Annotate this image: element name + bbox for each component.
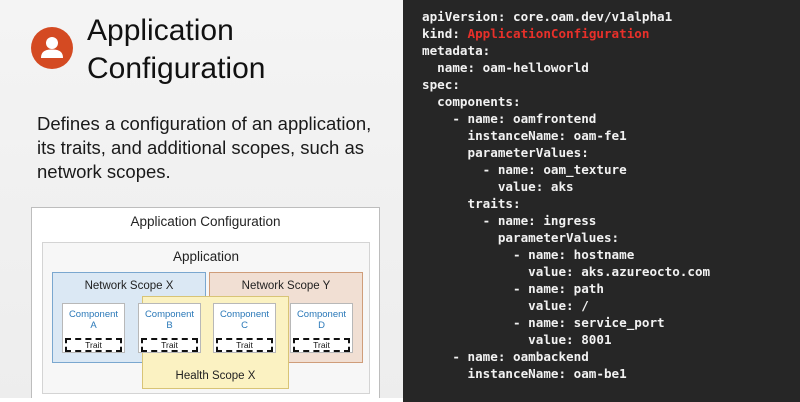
code-line: value: aks.azureocto.com: [422, 264, 711, 279]
trait-box: Trait: [141, 338, 198, 352]
user-icon: [31, 27, 73, 69]
yaml-code-block: apiVersion: core.oam.dev/v1alpha1 kind: …: [422, 8, 710, 382]
diagram-title: Application Configuration: [130, 214, 281, 229]
trait-box: Trait: [293, 338, 350, 352]
code-line: value: /: [422, 298, 589, 313]
scope-layer: Network Scope X Network Scope Y Health S…: [41, 241, 369, 393]
code-line: spec:: [422, 77, 460, 92]
code-line: parameterValues:: [422, 230, 620, 245]
code-line: - name: hostname: [422, 247, 635, 262]
component-label: Component A: [63, 309, 124, 331]
component-name: Component: [219, 309, 270, 320]
title-line-1: Application: [87, 14, 234, 47]
code-line: instanceName: oam-be1: [422, 366, 627, 381]
code-line: - name: path: [422, 281, 604, 296]
code-line: metadata:: [422, 43, 491, 58]
code-line: - name: service_port: [422, 315, 665, 330]
description: Defines a configuration of an applicatio…: [37, 113, 372, 182]
network-scope-y-label: Network Scope Y: [241, 280, 331, 292]
code-line: value: aks: [422, 179, 574, 194]
health-scope-x-label: Health Scope X: [175, 370, 256, 382]
component-name: Component: [68, 309, 119, 320]
trait-box: Trait: [216, 338, 273, 352]
component-a: Component A Trait: [62, 303, 125, 353]
trait-box: Trait: [65, 338, 122, 352]
component-name: Component: [296, 309, 347, 320]
component-name: Component: [144, 309, 195, 320]
code-line: value: 8001: [422, 332, 612, 347]
title-line-2: Configuration: [87, 52, 266, 85]
code-line: components:: [422, 94, 521, 109]
bottom-strip: [0, 398, 403, 402]
component-label: Component D: [291, 309, 352, 331]
code-line: name: oam-helloworld: [422, 60, 589, 75]
code-line: kind:: [422, 26, 468, 41]
component-d: Component D Trait: [290, 303, 353, 353]
component-c: Component C Trait: [213, 303, 276, 353]
component-letter: C: [241, 320, 248, 331]
code-line: traits:: [422, 196, 521, 211]
component-label: Component B: [139, 309, 200, 331]
application-title: Application: [172, 249, 240, 264]
code-line: apiVersion: core.oam.dev/v1alpha1: [422, 9, 673, 24]
network-scope-x-label: Network Scope X: [84, 280, 174, 292]
code-line: - name: oam_texture: [422, 162, 627, 177]
code-line: parameterValues:: [422, 145, 589, 160]
code-highlight: ApplicationConfiguration: [467, 26, 650, 41]
component-label: Component C: [214, 309, 275, 331]
component-b: Component B Trait: [138, 303, 201, 353]
code-line: - name: oambackend: [422, 349, 589, 364]
page-title: Application Configuration: [87, 12, 265, 88]
component-letter: A: [90, 320, 97, 331]
code-line: instanceName: oam-fe1: [422, 128, 627, 143]
code-line: - name: oamfrontend: [422, 111, 597, 126]
code-panel: [403, 0, 800, 402]
component-letter: B: [166, 320, 173, 331]
component-letter: D: [318, 320, 325, 331]
code-line: - name: ingress: [422, 213, 597, 228]
